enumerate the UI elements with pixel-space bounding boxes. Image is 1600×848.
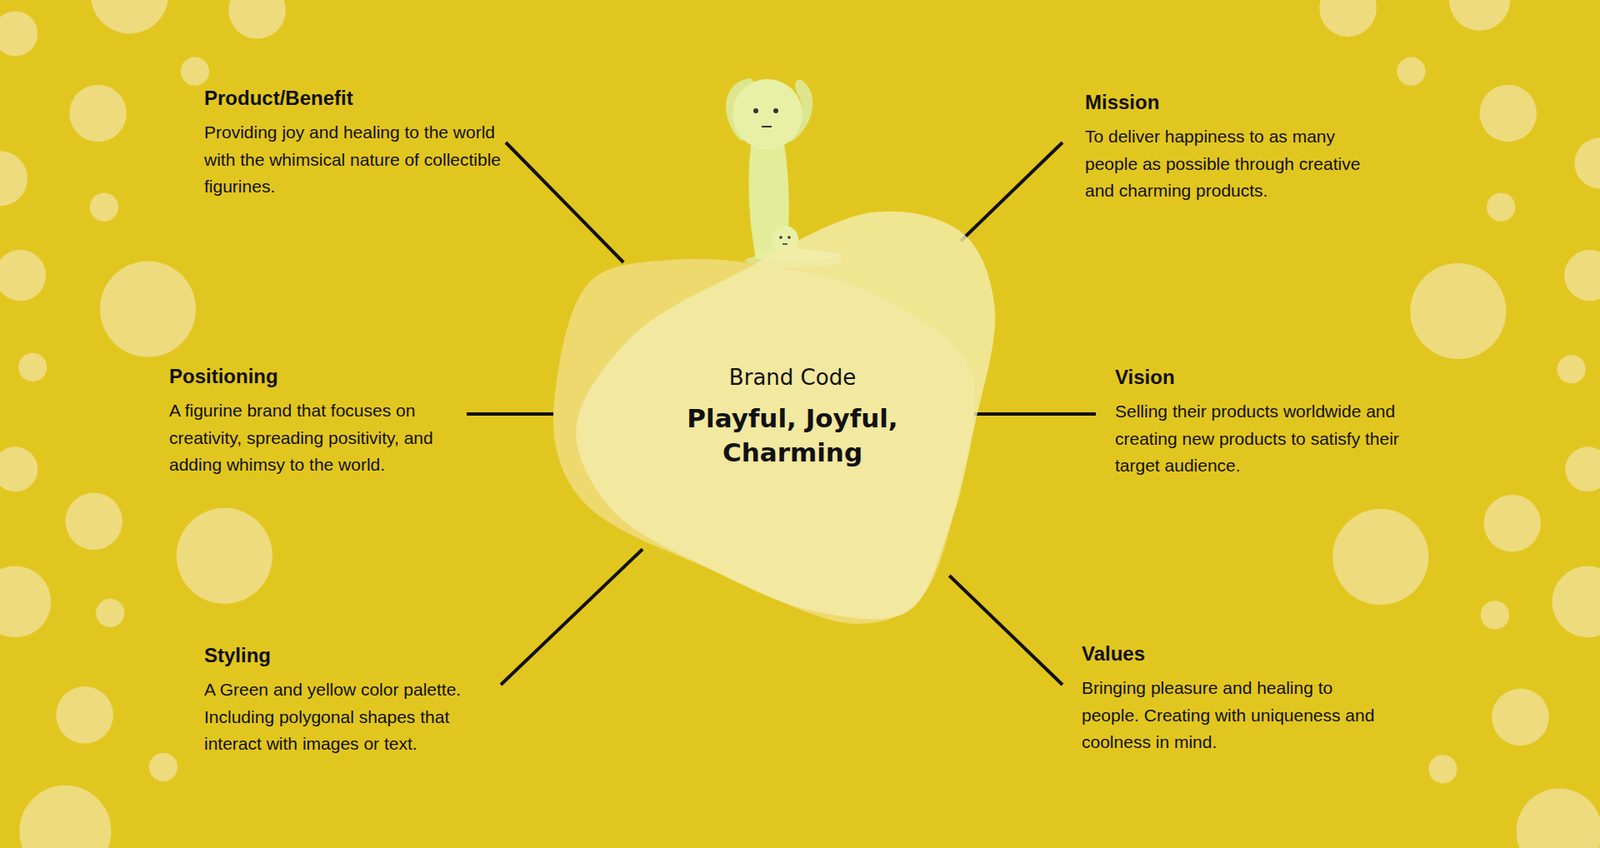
background-dot bbox=[0, 150, 28, 206]
background-dot bbox=[0, 446, 38, 492]
background-dot bbox=[1565, 446, 1600, 492]
section-heading: Mission bbox=[1085, 90, 1385, 115]
background-dot bbox=[1491, 689, 1550, 747]
section-body: Providing joy and healing to the world w… bbox=[204, 119, 505, 201]
text-block: Positioning A figurine brand that focuses… bbox=[169, 364, 457, 480]
figurine-eye bbox=[787, 235, 791, 240]
background-dot bbox=[176, 508, 273, 605]
background-dot bbox=[1564, 250, 1600, 301]
center-text: Brand CodePlayful, Joyful, Charming bbox=[650, 363, 935, 470]
figurine-eye bbox=[753, 108, 759, 114]
text-block: Mission To deliver happiness to as many p… bbox=[1085, 90, 1385, 205]
text-block: ValuesBringing pleasure and healing to p… bbox=[1081, 641, 1395, 757]
text-block: Styling A Green and yellow color palette.… bbox=[204, 643, 496, 759]
section-heading: Styling bbox=[204, 643, 496, 669]
connector-line bbox=[949, 575, 1063, 685]
connector-line bbox=[500, 549, 643, 685]
center-blob: Brand CodePlayful, Joyful, Charming bbox=[551, 210, 995, 625]
connector-line bbox=[960, 142, 1063, 241]
background-dot bbox=[55, 686, 114, 745]
background-dot bbox=[1557, 355, 1586, 384]
background-dot bbox=[1428, 755, 1457, 784]
background-dot bbox=[1332, 509, 1429, 605]
section-body: A figurine brand that focuses on creativ… bbox=[169, 397, 457, 480]
figurine-head bbox=[732, 79, 803, 150]
section-body: To deliver happiness to as many people a… bbox=[1085, 123, 1385, 205]
background-dot bbox=[1551, 566, 1600, 639]
background-dot bbox=[0, 566, 51, 639]
background-dot bbox=[228, 0, 286, 40]
background-dot bbox=[1480, 600, 1510, 630]
background-dot bbox=[18, 353, 47, 382]
background-dot bbox=[95, 599, 125, 628]
connector-line bbox=[972, 412, 1096, 416]
section-heading: Vision bbox=[1115, 365, 1449, 390]
background-dot bbox=[180, 57, 210, 86]
background-dot bbox=[90, 192, 119, 221]
section-heading: Product/Benefit bbox=[204, 85, 505, 111]
background-dot bbox=[1516, 789, 1600, 848]
background-dot bbox=[1410, 263, 1506, 360]
background-dot bbox=[1574, 137, 1600, 189]
text-block: VisionSelling their products worldwide a… bbox=[1115, 365, 1449, 480]
figurine-eye bbox=[779, 235, 783, 240]
background-dot bbox=[1486, 192, 1515, 221]
figurine-mouth bbox=[782, 243, 788, 245]
background-dot bbox=[1480, 85, 1538, 143]
background-dot bbox=[1396, 57, 1425, 86]
connector-line bbox=[505, 142, 624, 263]
background-dot bbox=[0, 10, 38, 56]
background-dot bbox=[149, 753, 178, 782]
background-dot bbox=[1449, 0, 1510, 31]
figurine-mouth bbox=[761, 125, 772, 128]
section-body: Bringing pleasure and healing to people.… bbox=[1081, 675, 1395, 757]
figurine-eye bbox=[773, 108, 779, 114]
background-dot bbox=[100, 260, 196, 357]
brand-code: Playful, Joyful, Charming bbox=[650, 401, 935, 470]
blob-front bbox=[575, 211, 995, 620]
background-dot bbox=[65, 492, 123, 550]
background-dot bbox=[1483, 495, 1541, 553]
connector-line bbox=[466, 412, 569, 416]
section-body: Selling their products worldwide and cre… bbox=[1115, 398, 1449, 480]
section-body: A Green and yellow color palette. Includ… bbox=[204, 676, 496, 759]
background-dot bbox=[0, 250, 46, 301]
background-dot bbox=[1319, 0, 1377, 37]
center-heading: Brand Code bbox=[650, 363, 935, 392]
background-dot bbox=[69, 85, 127, 143]
background-dot bbox=[19, 785, 111, 848]
section-heading: Values bbox=[1081, 641, 1395, 667]
text-block: Product/BenefitProviding joy and healing… bbox=[204, 85, 505, 201]
section-heading: Positioning bbox=[169, 364, 457, 390]
background-dot bbox=[90, 0, 169, 34]
